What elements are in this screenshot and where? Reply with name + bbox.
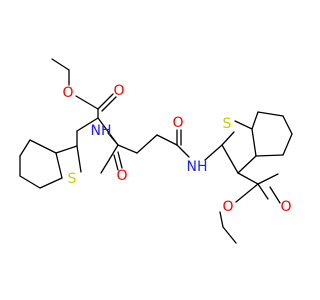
ring-bond: [255, 154, 284, 157]
ring-bond: [282, 115, 293, 135]
carbonyl-double-bond: [101, 96, 117, 112]
o-ester-ether-left: O: [62, 85, 73, 101]
chain-bond: [117, 144, 138, 154]
o-ester-carbonyl-right: O: [280, 199, 291, 215]
chemical-structure-diagram: O O NH S O O NH S O O: [19, 58, 293, 244]
nh-left: NH: [91, 123, 112, 139]
ring-bond: [19, 139, 31, 157]
o-amide-left: O: [116, 168, 127, 184]
ring-bond: [251, 111, 259, 130]
ring-bond: [108, 144, 119, 161]
ring-bond: [221, 144, 239, 174]
ethyl-bond: [219, 211, 224, 228]
chain-bond: [156, 134, 178, 146]
ethyl-bond: [222, 226, 237, 244]
ring-bond: [55, 152, 63, 179]
ring-bond: [55, 145, 78, 154]
ester-bond: [237, 172, 259, 185]
atom-labels: O O NH S O O NH S O O: [62, 83, 291, 215]
chain-bond: [136, 134, 158, 154]
ring-bond: [100, 159, 110, 174]
carbonyl-double-bond: [257, 173, 279, 185]
bond-lines: [19, 58, 293, 244]
ring-bond: [29, 139, 57, 154]
ester-single-bond: [75, 95, 99, 110]
carbonyl-double-bond: [269, 186, 281, 204]
ring-bond: [237, 155, 257, 174]
ring-bond: [76, 117, 99, 132]
ethyl-bond: [51, 58, 70, 71]
ring-bond: [257, 111, 284, 117]
ring-bond: [39, 177, 63, 189]
nh-right: NH: [187, 159, 208, 175]
amide-carbonyl-double-bond: [113, 154, 119, 171]
o-ester-carbonyl-left: O: [113, 83, 124, 99]
ring-bond: [19, 175, 41, 189]
amide-bond: [176, 144, 190, 158]
o-ester-ether-right: O: [222, 199, 233, 215]
amide-carbonyl-bond: [117, 151, 123, 169]
ring-bond: [251, 128, 257, 157]
s-right: S: [223, 116, 232, 132]
carbonyl-double-bond: [257, 183, 269, 200]
ring-bond: [234, 120, 253, 130]
o-amide-right: O: [172, 115, 183, 131]
ring-bond: [282, 133, 293, 156]
ring-bond: [204, 144, 223, 161]
ester-single-bond: [235, 183, 259, 203]
amide-bond: [107, 132, 119, 146]
ring-bond: [76, 145, 82, 173]
s-left: S: [68, 171, 77, 187]
carbonyl-double-bond: [97, 93, 114, 110]
ring-bond: [221, 131, 235, 146]
